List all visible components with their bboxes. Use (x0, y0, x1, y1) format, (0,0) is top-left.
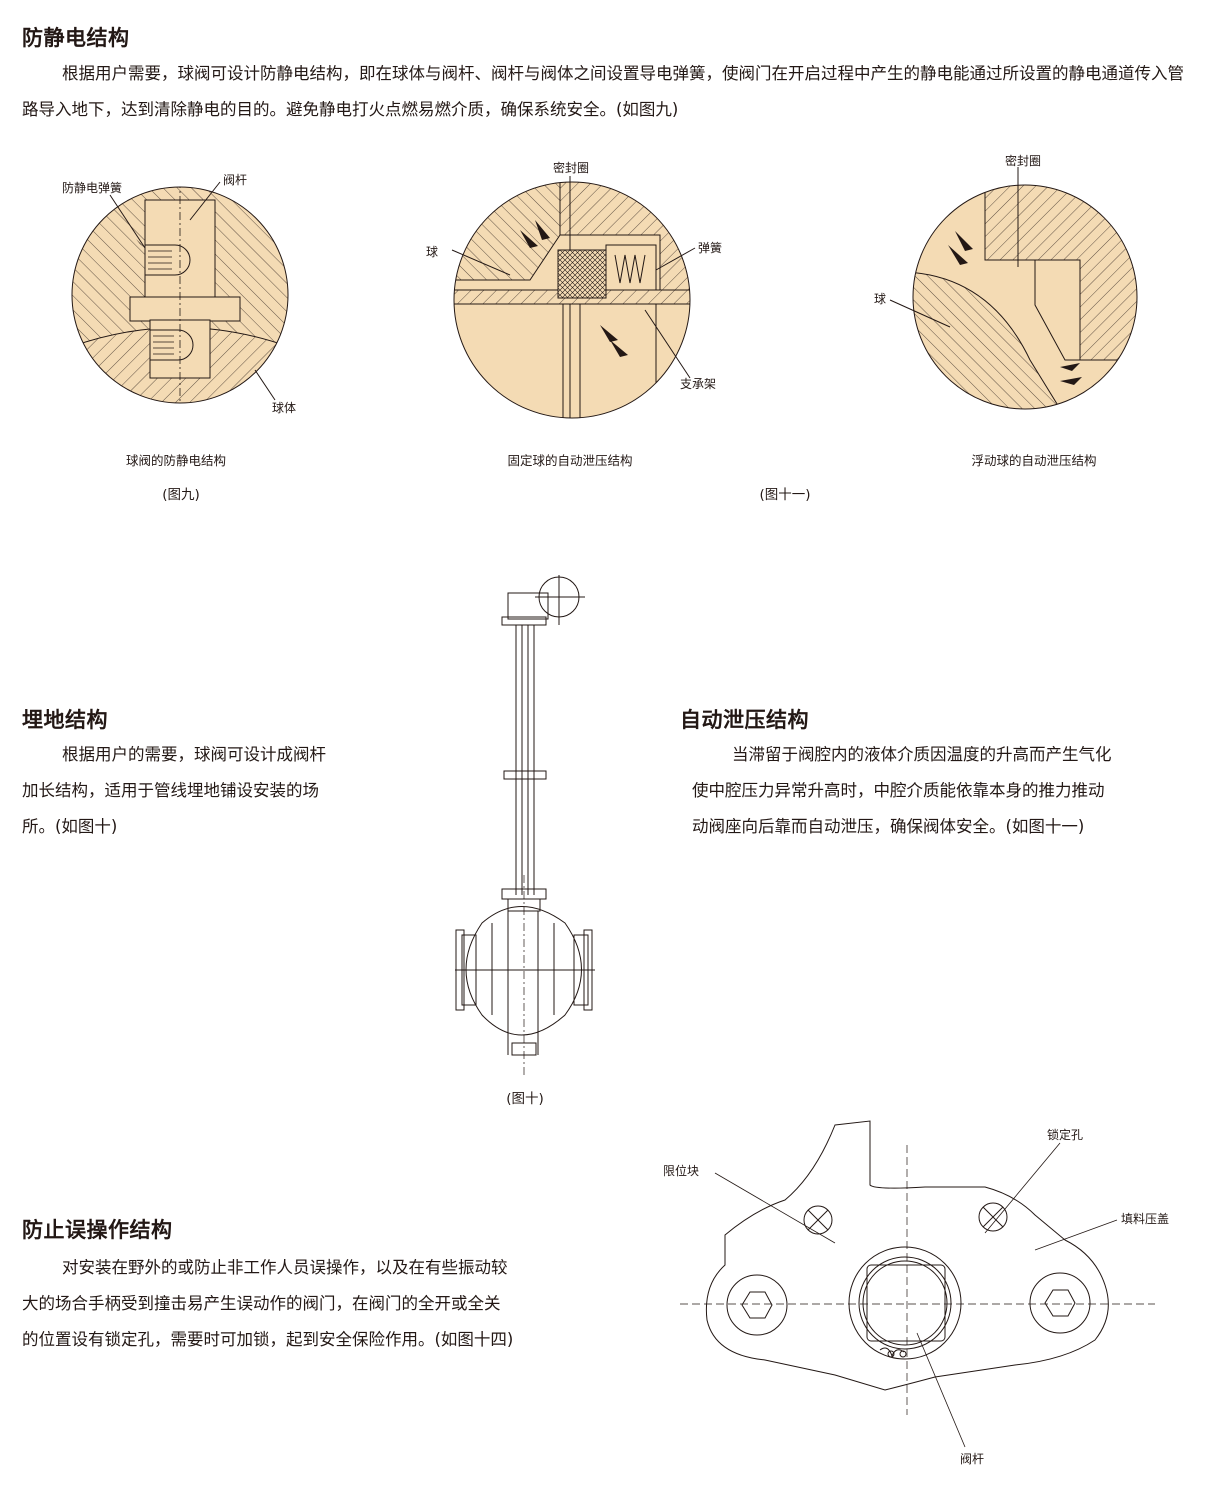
figure-11b-floating-ball-relief-diagram: 密封圈 球 (874, 153, 1138, 410)
section-body-misoperation: 对安装在野外的或防止非工作人员误操作，以及在有些振动较 大的场合手柄受到撞击易产… (22, 1258, 514, 1349)
section-title-misoperation: 防止误操作结构 (22, 1218, 173, 1242)
section-body-buried: 根据用户的需要，球阀可设计成阀杆 加长结构，适用于管线埋地铺设安装的场 所。(如… (22, 745, 326, 836)
fig11a-label-seal: 密封圈 (553, 160, 589, 175)
fig11a-label-spring: 弹簧 (698, 240, 722, 255)
fig14-label-lock-hole: 锁定孔 (1047, 1127, 1083, 1142)
section-title-buried: 埋地结构 (22, 708, 108, 732)
fig9-label-stem: 阀杆 (223, 173, 247, 187)
fig11b-caption: 浮动球的自动泄压结构 (971, 453, 1097, 468)
figure-10-buried-valve-drawing (455, 575, 595, 1075)
fig9-label-spring: 防静电弹簧 (62, 180, 122, 195)
fig11b-label-seal: 密封圈 (1005, 153, 1041, 168)
fig14-label-stop-block: 限位块 (663, 1163, 699, 1178)
fig11a-caption: 固定球的自动泄压结构 (507, 453, 633, 468)
fig9-caption: 球阀的防静电结构 (125, 453, 226, 468)
figure-11a-fixed-ball-relief-diagram: 密封圈 球 弹簧 支承架 (426, 160, 722, 419)
figure-9-antistatic-diagram: 防静电弹簧 阀杆 球体 (62, 173, 296, 415)
fig9-label-ball: 球体 (272, 401, 296, 415)
fig11a-label-support: 支承架 (680, 377, 716, 391)
fig14-label-stem: 阀杆 (960, 1452, 984, 1466)
fig10-number: (图十) (506, 1091, 544, 1107)
fig11b-label-ball: 球 (874, 292, 886, 306)
fig14-label-gland: 填料压盖 (1121, 1212, 1169, 1226)
figure-14-lock-structure-drawing: 限位块 锁定孔 填料压盖 阀杆 (663, 1120, 1169, 1466)
section-title-relief: 自动泄压结构 (680, 708, 809, 732)
section-body-relief: 当滞留于阀腔内的液体介质因温度的升高而产生气化 使中腔压力异常升高时，中腔介质能… (692, 745, 1112, 836)
fig11-number: (图十一) (759, 487, 811, 503)
fig9-number: (图九) (162, 487, 200, 503)
fig11a-label-ball: 球 (426, 245, 438, 259)
section-title-antistatic: 防静电结构 (22, 26, 130, 50)
section-body-antistatic: 根据用户需要，球阀可设计防静电结构，即在球体与阀杆、阀杆与阀体之间设置导电弹簧，… (22, 64, 1184, 119)
